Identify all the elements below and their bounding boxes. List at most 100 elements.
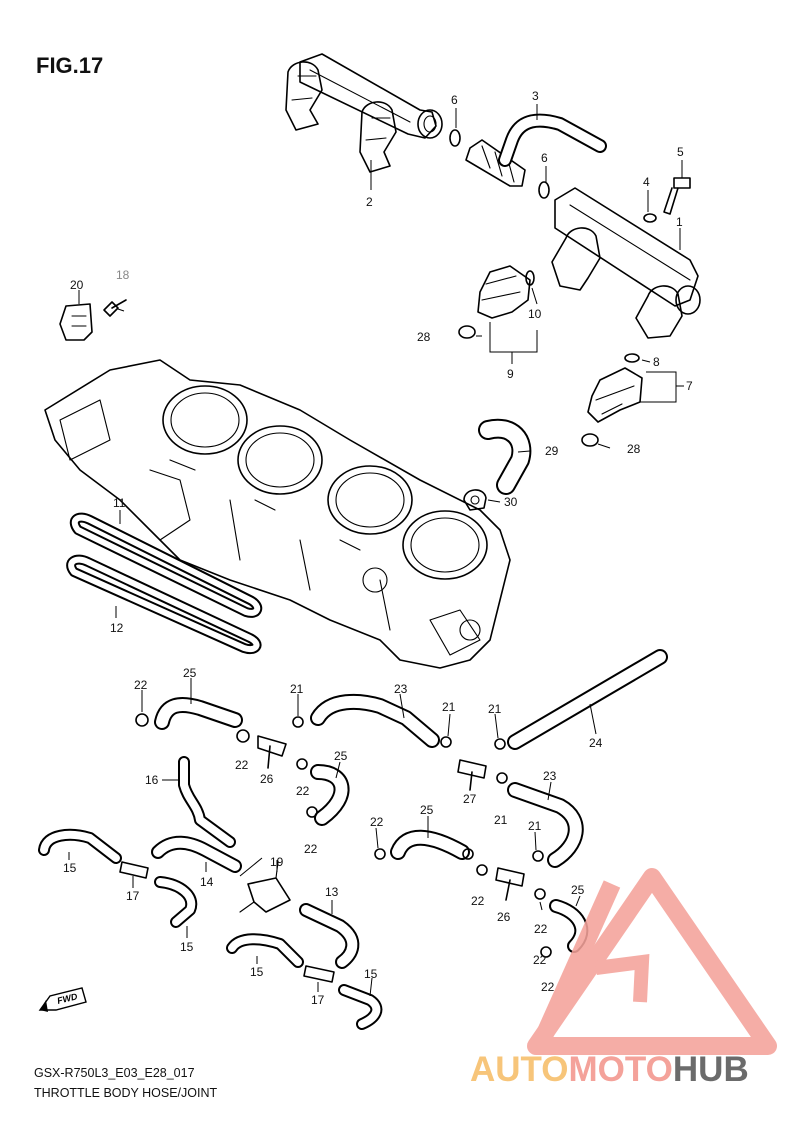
part-label-6b: 6	[541, 151, 548, 165]
o-ring-6b	[538, 181, 550, 199]
part-label-15a: 15	[63, 861, 77, 875]
fuel-rail-upper	[285, 53, 443, 173]
model-code: GSX-R750L3_E03_E28_017	[34, 1066, 195, 1080]
part-label-27: 27	[463, 792, 477, 806]
o-ring-6a	[449, 129, 461, 147]
seal-28a	[458, 325, 476, 339]
clamp-22i	[462, 848, 474, 860]
part-label-11: 11	[113, 496, 126, 510]
hose-25b	[310, 764, 350, 826]
part-label-21b: 21	[442, 700, 456, 714]
clamp-22b	[236, 729, 250, 743]
hose-15b	[154, 876, 198, 928]
part-label-22h: 22	[541, 980, 555, 994]
part-label-16: 16	[145, 773, 159, 787]
diagram-caption: THROTTLE BODY HOSE/JOINT	[34, 1086, 217, 1100]
part-label-10: 10	[528, 307, 542, 321]
injector-9	[477, 265, 531, 319]
joint-26a	[257, 735, 287, 769]
part-label-28a: 28	[417, 330, 431, 344]
joint-17b	[303, 965, 335, 983]
injector-7	[587, 367, 643, 423]
part-label-18: 18	[116, 268, 130, 282]
part-label-25a: 25	[183, 666, 197, 680]
part-label-2: 2	[366, 195, 373, 209]
clamp-30	[463, 489, 487, 511]
hose-25c	[390, 829, 470, 860]
watermark-text: AUTOMOTOHUB	[470, 1050, 749, 1089]
part-label-5: 5	[677, 145, 684, 159]
part-label-9: 9	[507, 367, 514, 381]
clamp-21a	[292, 716, 304, 728]
clamp-21e	[532, 850, 544, 862]
watermark-text-auto: AUTO	[470, 1050, 569, 1089]
clamp-21d	[496, 772, 508, 784]
part-label-12: 12	[110, 621, 124, 635]
part-label-21a: 21	[290, 682, 304, 696]
part-label-22d: 22	[304, 842, 318, 856]
clamp-21b	[440, 736, 452, 748]
seal-11	[69, 512, 263, 618]
part-label-22g: 22	[534, 922, 548, 936]
part-label-8: 8	[653, 355, 660, 369]
part-label-22f: 22	[471, 894, 485, 908]
part-labels: 1 2 3 4 5 6 6 7 8 9 10 11 12 13 14 15 15…	[63, 89, 693, 1007]
part-label-21d: 21	[494, 813, 508, 827]
hose-15a	[38, 828, 122, 864]
part-label-3: 3	[532, 89, 539, 103]
part-label-22b: 22	[235, 758, 249, 772]
part-label-4: 4	[643, 175, 650, 189]
clamp-21c	[494, 738, 506, 750]
seal-28b	[581, 433, 599, 447]
clamp-22g	[534, 888, 546, 900]
part-label-14: 14	[200, 875, 214, 889]
part-label-25b: 25	[334, 749, 348, 763]
fuel-pipe-3	[498, 113, 607, 167]
clamp-22a	[135, 713, 149, 727]
part-label-22c: 22	[296, 784, 310, 798]
hose-14	[151, 835, 242, 873]
part-label-23b: 23	[543, 769, 557, 783]
bolt-5	[663, 177, 691, 215]
figure-title: FIG.17	[36, 53, 103, 78]
part-label-13: 13	[325, 885, 339, 899]
part-label-30: 30	[504, 495, 518, 509]
clamp-22c	[296, 758, 308, 770]
part-label-6a: 6	[451, 93, 458, 107]
part-label-26b: 26	[497, 910, 511, 924]
part-label-17b: 17	[311, 993, 325, 1007]
o-ring-10	[525, 270, 535, 286]
part-label-7: 7	[686, 379, 693, 393]
o-ring-8	[624, 353, 640, 363]
watermark-text-hub: HUB	[673, 1050, 749, 1089]
hose-29	[478, 418, 532, 495]
joint-27	[457, 759, 487, 791]
fuel-rail-lower	[551, 187, 701, 339]
joint-17a	[119, 861, 149, 879]
part-label-22a: 22	[134, 678, 148, 692]
part-label-24: 24	[589, 736, 603, 750]
clamp-22h	[540, 946, 552, 958]
hose-23b	[507, 782, 584, 868]
part-label-28b: 28	[627, 442, 641, 456]
clamp-22f	[476, 864, 488, 876]
fwd-arrow-icon: FWD	[38, 987, 87, 1012]
part-label-19: 19	[270, 855, 284, 869]
throttle-body	[44, 359, 511, 669]
part-label-17a: 17	[126, 889, 140, 903]
leader-lines	[68, 104, 684, 997]
part-label-22i: 22	[533, 953, 547, 967]
part-label-15b: 15	[180, 940, 194, 954]
part-label-20: 20	[70, 278, 84, 292]
screw-18	[103, 299, 127, 317]
hose-15d	[338, 984, 383, 1030]
seal-12	[66, 554, 262, 654]
part-label-23a: 23	[394, 682, 408, 696]
clamp-22d	[306, 806, 318, 818]
part-label-15d: 15	[364, 967, 378, 981]
fwd-label: FWD	[56, 991, 79, 1006]
hose-16	[178, 756, 236, 848]
hose-23a	[310, 693, 440, 748]
part-label-25c: 25	[420, 803, 434, 817]
